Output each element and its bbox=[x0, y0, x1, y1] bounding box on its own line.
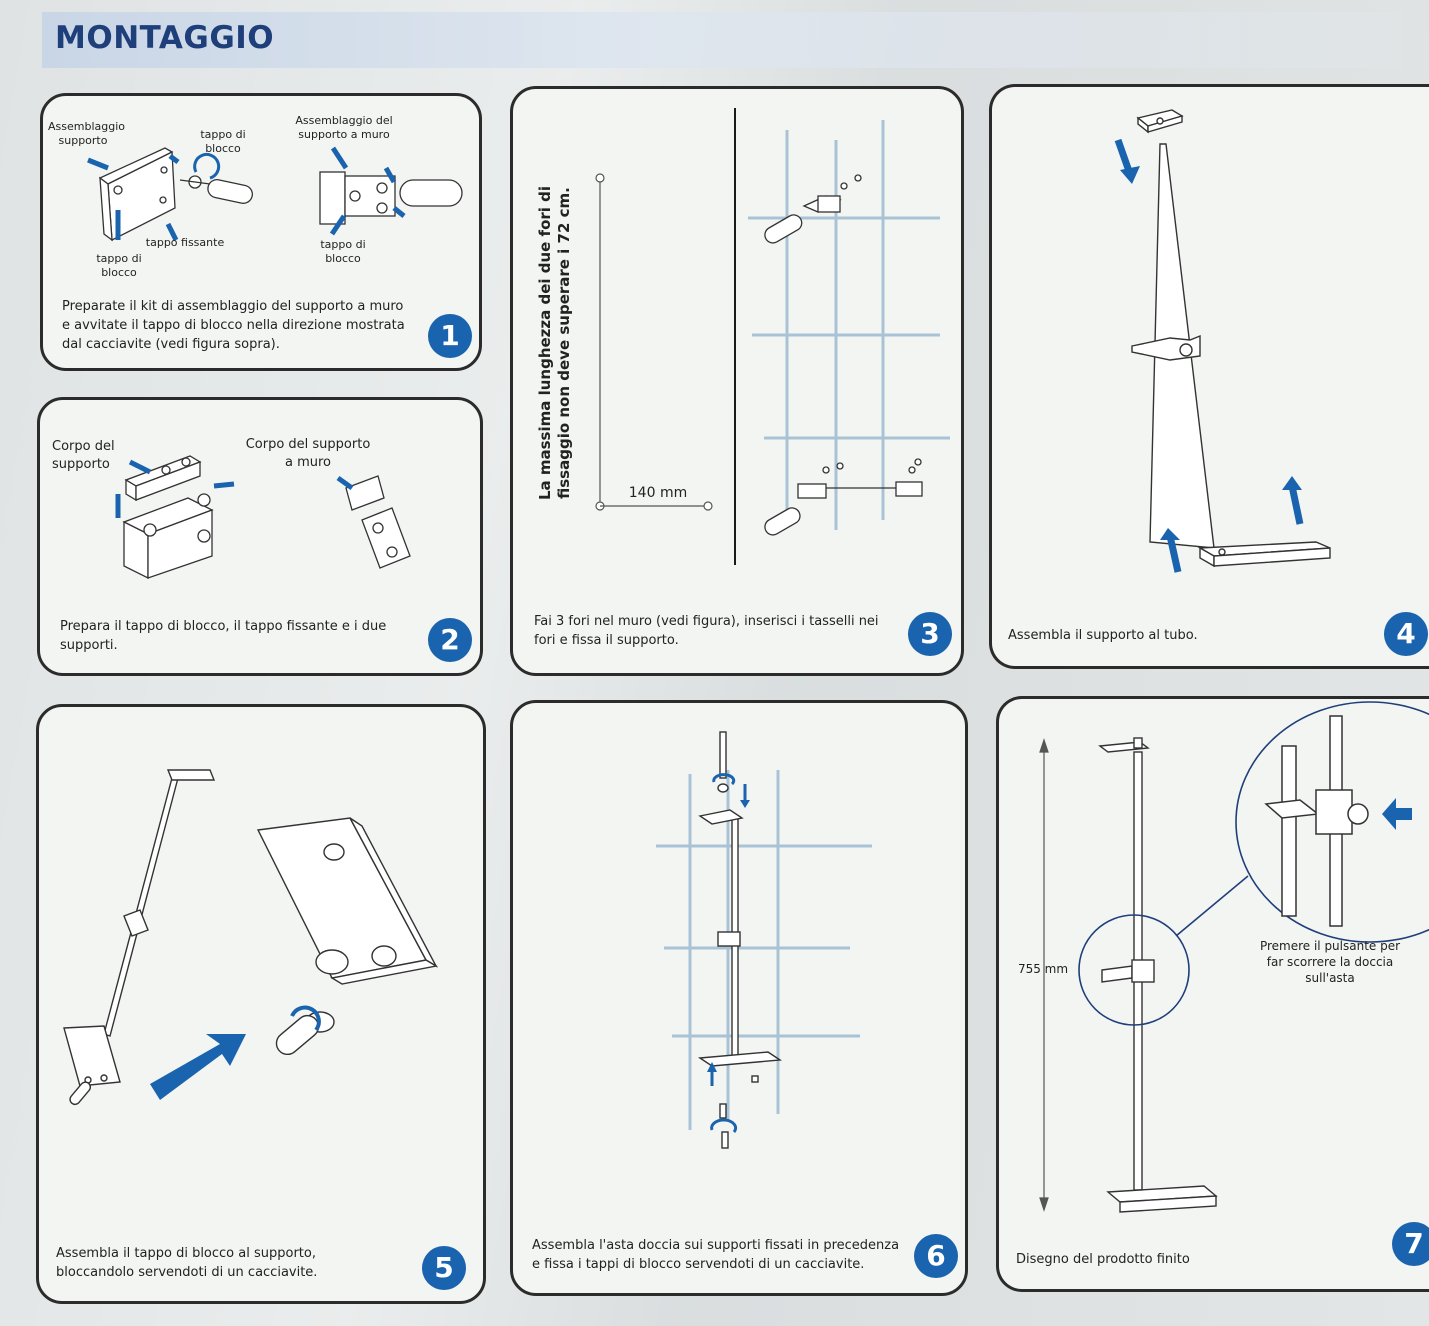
step-3-panel bbox=[510, 86, 964, 676]
step-1-label-wall-support: Assemblaggio del supporto a muro bbox=[295, 114, 393, 141]
step-6-number-badge: 6 bbox=[914, 1234, 958, 1278]
page-title: MONTAGGIO bbox=[55, 20, 275, 56]
step-2-label-support-body: Corpo del supporto bbox=[52, 439, 115, 472]
step-1-label-lock-cap-top: tappo di blocco bbox=[200, 128, 246, 155]
step-1-label-fixing-cap: tappo fissante bbox=[145, 236, 225, 249]
step-1-label-lock-cap-bottom: tappo di blocco bbox=[96, 252, 142, 279]
step-3-caption: Fai 3 fori nel muro (vedi figura), inser… bbox=[534, 614, 879, 648]
title-bar bbox=[42, 12, 1402, 68]
step-1-label-lock-cap-wall: tappo di blocco bbox=[320, 238, 366, 265]
step-2-caption: Prepara il tappo di blocco, il tappo fis… bbox=[60, 619, 387, 653]
step-1-number-badge: 1 bbox=[428, 314, 472, 358]
step-2-panel bbox=[37, 397, 483, 676]
step-7-button-note: Premere il pulsante per far scorrere la … bbox=[1259, 939, 1401, 985]
step-3-dimension-label: 140 mm bbox=[628, 485, 688, 501]
step-4-panel bbox=[989, 84, 1429, 669]
step-5-panel bbox=[36, 704, 486, 1304]
step-4-caption: Assembla il supporto al tubo. bbox=[1008, 628, 1198, 643]
step-2-label-wall-support-body: Corpo del supporto a muro bbox=[245, 437, 371, 470]
step-6-panel bbox=[510, 700, 968, 1296]
step-1-caption: Preparate il kit di assemblaggio del sup… bbox=[62, 299, 405, 352]
step-6-caption: Assembla l'asta doccia sui supporti fiss… bbox=[532, 1238, 900, 1272]
step-5-caption: Assembla il tappo di blocco al supporto,… bbox=[56, 1246, 318, 1280]
step-7-dimension-label: 755 mm bbox=[1017, 962, 1069, 976]
step-4-number-badge: 4 bbox=[1384, 612, 1428, 656]
step-7-number-badge: 7 bbox=[1392, 1222, 1429, 1266]
step-7-caption: Disegno del prodotto finito bbox=[1016, 1252, 1190, 1267]
step-2-number-badge: 2 bbox=[428, 618, 472, 662]
step-1-label-support: Assemblaggio supporto bbox=[48, 120, 125, 147]
step-3-number-badge: 3 bbox=[908, 612, 952, 656]
step-5-number-badge: 5 bbox=[422, 1246, 466, 1290]
